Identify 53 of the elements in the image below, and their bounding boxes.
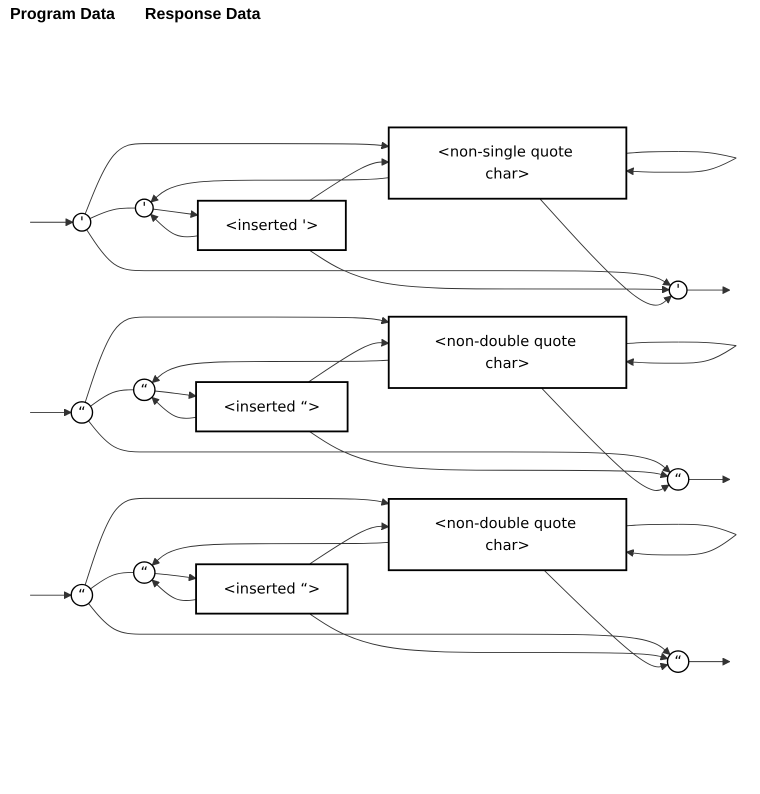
node-box: <inserted '> [196,200,347,251]
arrow [626,151,737,176]
arrow [152,396,197,419]
node-circle: “ [666,468,690,491]
arrow [626,524,737,557]
arrow [688,475,730,484]
arrow [152,580,197,602]
arrow [86,229,671,286]
arrow [686,286,730,294]
connector [90,208,136,220]
node-circle: ' [72,212,92,232]
node-circle: “ [666,650,690,673]
section-heading: Program Data [10,6,115,24]
arrow [30,218,74,226]
node-circle: “ [70,584,94,606]
node-circle: “ [132,561,156,584]
arrow [308,250,670,294]
arrow [152,360,390,384]
arrow [88,603,670,655]
arrow [688,658,730,666]
section-heading: Response Data [144,6,261,24]
node-circle: ' [668,280,688,300]
node-circle: “ [70,401,94,424]
arrow [154,390,196,400]
node-circle: “ [132,378,156,402]
arrow [150,177,390,202]
arrow [308,338,390,383]
connector [90,389,134,407]
arrow [308,522,390,565]
arrow [84,142,390,214]
arrow [150,214,198,238]
arrow [88,420,670,473]
arrow [30,591,72,600]
arrow [308,158,390,202]
node-box: <inserted “> [195,563,349,615]
node-box: <non-single quote char> [388,126,628,200]
arrow [84,316,390,403]
arrow [308,430,668,478]
connector [90,572,134,590]
arrow [626,342,737,366]
arrow [154,573,196,582]
node-box: <non-double quote char> [388,316,628,389]
arrow [308,613,668,660]
arrow [152,208,198,218]
node-box: <non-double quote char> [388,498,628,572]
arrow [152,542,390,566]
arrow [84,498,390,586]
arrow [541,388,670,492]
arrow [30,408,72,416]
node-box: <inserted “> [195,381,349,432]
arrow [539,198,672,306]
node-circle: ' [134,198,154,218]
arrow [544,570,668,671]
